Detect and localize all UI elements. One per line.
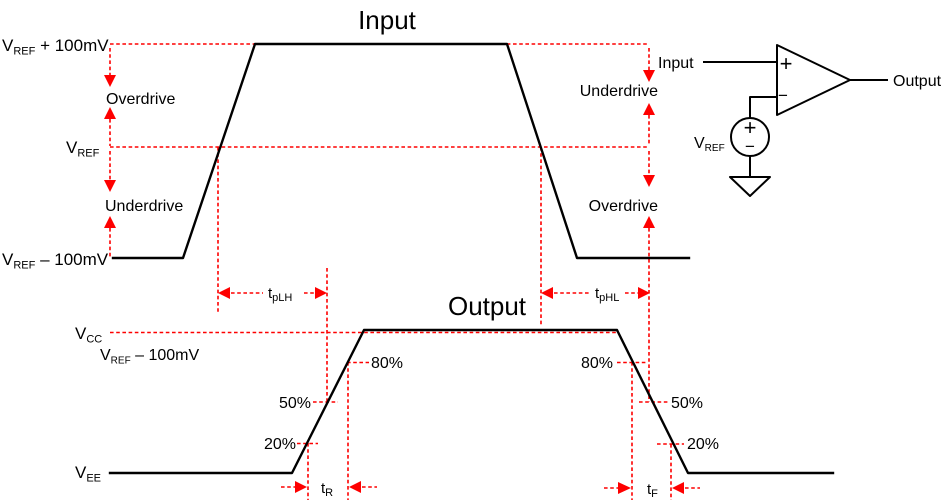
source-minus-sign: −	[745, 137, 755, 156]
arrow-down-icon	[643, 70, 655, 82]
output-waveform	[108, 328, 835, 475]
circuit-input-label: Input	[658, 55, 694, 72]
arrow-up-icon	[104, 216, 116, 228]
fall-20pct-label: 20%	[687, 436, 719, 453]
tplh-dimension	[218, 287, 327, 299]
noninverting-sign: +	[780, 51, 793, 76]
input-waveform	[111, 42, 691, 260]
ground-icon	[729, 176, 771, 197]
arrow-left-icon	[672, 482, 684, 494]
arrow-up-icon	[104, 107, 116, 119]
tf-dimension	[604, 482, 700, 494]
arrow-down-icon	[643, 175, 655, 187]
overdrive-right-label: Overdrive	[589, 198, 658, 215]
rise-20pct-label: 20%	[264, 436, 296, 453]
arrow-left-icon	[349, 481, 361, 493]
arrow-right-icon	[295, 481, 307, 493]
circuit-output-label: Output	[893, 73, 942, 90]
comparator-circuit: + − + −	[703, 44, 888, 197]
arrow-right-icon	[315, 287, 327, 299]
circuit-vref-label: VREF	[694, 135, 725, 154]
arrow-up-icon	[643, 103, 655, 115]
input-title: Input	[358, 5, 417, 35]
vref-minus-100mv-output-label: VREF – 100mV	[100, 347, 199, 367]
vcc-label: VCC	[75, 324, 102, 346]
arrow-right-icon	[638, 287, 650, 299]
underdrive-right-label: Underdrive	[580, 83, 658, 100]
overdrive-left-label: Overdrive	[106, 91, 175, 108]
inverting-input-wire	[749, 96, 776, 118]
arrow-left-icon	[541, 287, 553, 299]
rise-50pct-label: 50%	[279, 395, 311, 412]
vee-label: VEE	[75, 463, 101, 485]
inverting-sign: −	[778, 86, 788, 105]
vref-plus-100mv-label: VREF + 100mV	[2, 36, 109, 58]
vref-minus-100mv-label: VREF – 100mV	[2, 250, 109, 272]
arrow-left-icon	[218, 287, 230, 299]
opamp-triangle-icon	[776, 44, 851, 116]
tplh-label: tpLH	[268, 285, 292, 304]
tphl-dimension	[541, 287, 650, 299]
underdrive-left-label: Underdrive	[105, 198, 183, 215]
rise-80pct-label: 80%	[371, 355, 403, 372]
arrow-up-icon	[643, 216, 655, 228]
fall-80pct-label: 80%	[581, 355, 613, 372]
red-annotations	[104, 43, 700, 500]
fall-50pct-label: 50%	[671, 395, 703, 412]
left-drive-arrows	[104, 48, 116, 257]
vref-label: VREF	[66, 138, 100, 160]
arrow-right-icon	[618, 482, 631, 494]
tr-label: tR	[321, 480, 333, 499]
arrow-down-icon	[104, 75, 116, 87]
tphl-label: tpHL	[595, 285, 619, 304]
tr-dimension	[281, 481, 377, 493]
arrow-down-icon	[104, 180, 116, 192]
labels: Input Output VREF + 100mV VREF VREF – 10…	[2, 5, 942, 500]
tf-label: tF	[647, 481, 658, 500]
right-drive-arrows	[643, 48, 655, 402]
output-title: Output	[448, 291, 527, 321]
source-plus-sign: +	[744, 115, 757, 140]
